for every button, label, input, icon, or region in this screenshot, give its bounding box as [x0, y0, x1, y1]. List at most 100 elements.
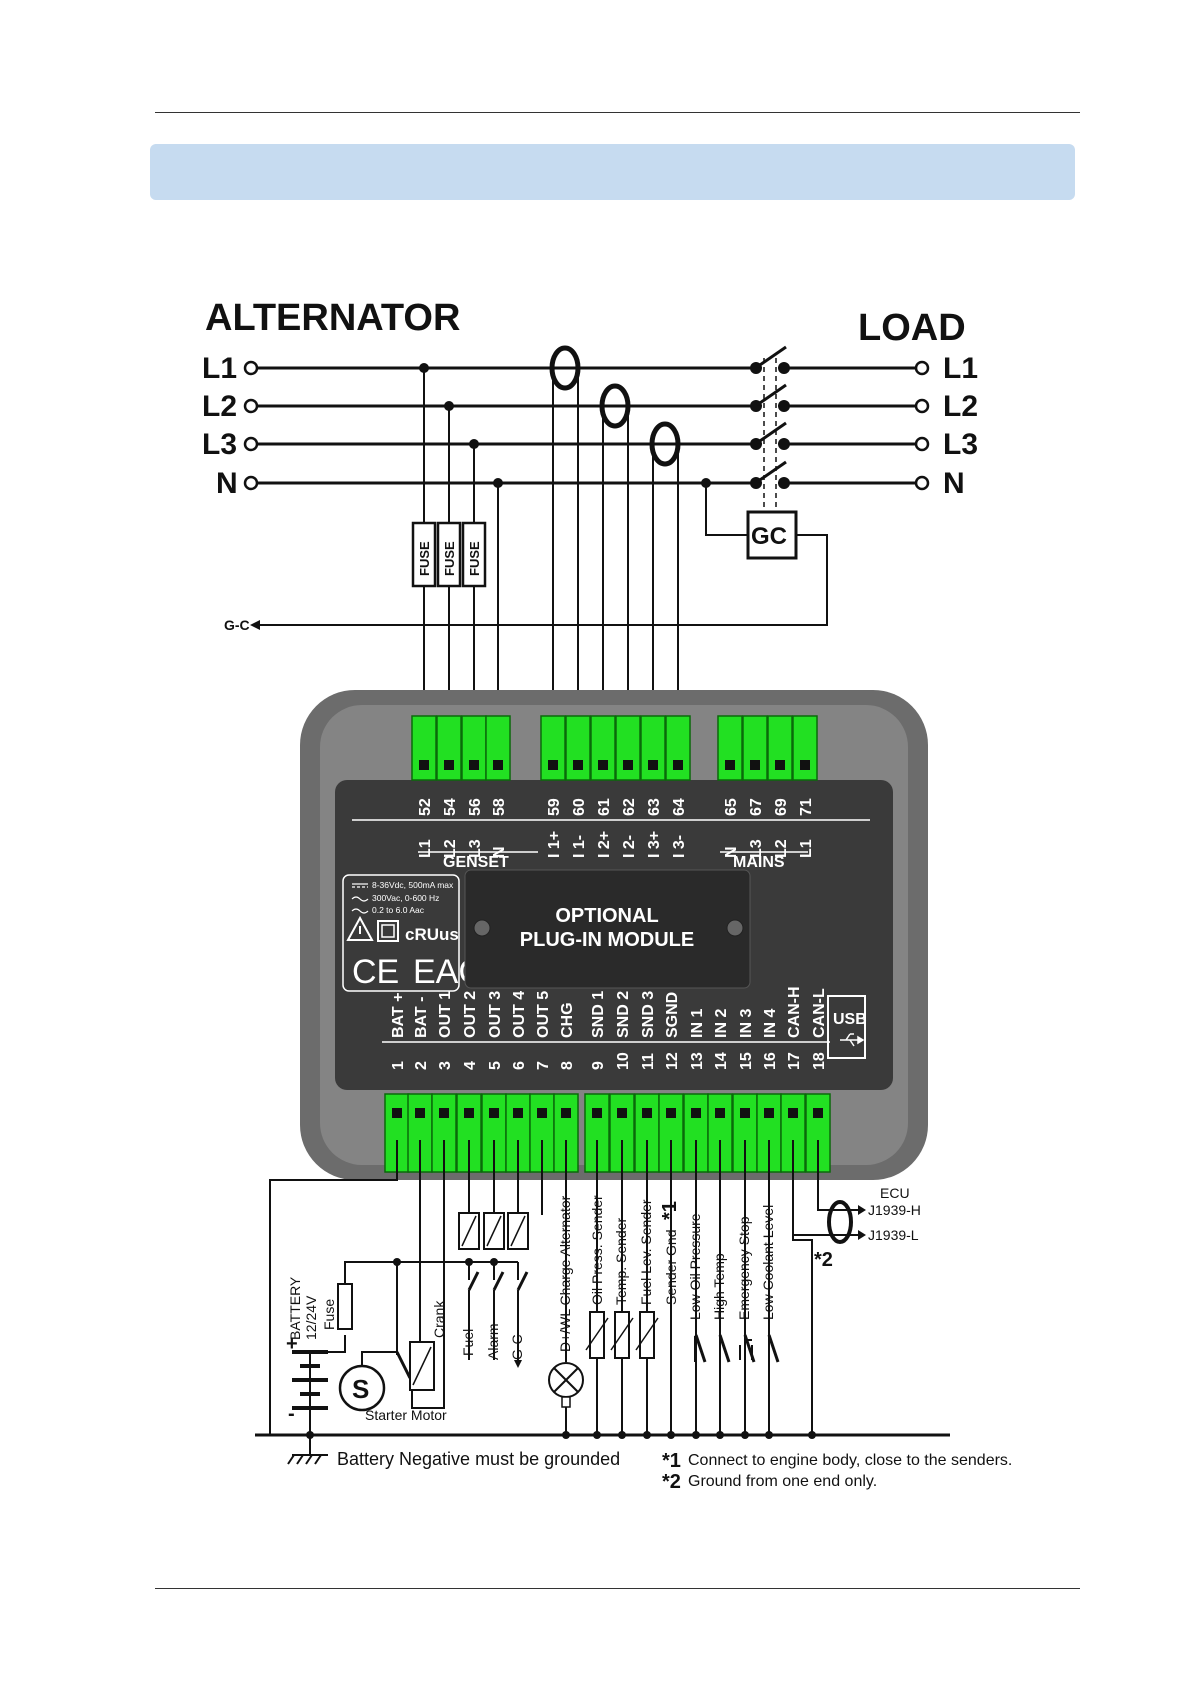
charge-alternator-label: D+/WL Charge Alternator: [557, 1195, 573, 1352]
top-terminal-screw: [673, 760, 683, 770]
bottom-terminal-screw: [740, 1108, 750, 1118]
gc-label: GC: [751, 523, 787, 550]
ground-icon: [287, 1454, 328, 1465]
spec-ac-voltage: 300Vac, 0-600 Hz: [372, 893, 439, 903]
top-terminal-label: I 2-: [621, 835, 638, 858]
battery-plus: +: [286, 1333, 298, 1355]
bus-lines: [258, 366, 915, 485]
bottom-terminal-label: BAT +: [390, 993, 407, 1038]
top-terminal-label: L2: [442, 839, 459, 858]
crank-label: Crank: [431, 1300, 447, 1338]
j1939h-label: J1939-H: [868, 1202, 921, 1218]
top-terminal-61[interactable]: [590, 715, 616, 781]
bottom-terminal-label: OUT 4: [511, 991, 528, 1038]
top-terminal-screw: [800, 760, 810, 770]
note2-mark: *2: [662, 1471, 681, 1493]
bottom-terminal-screw: [561, 1108, 571, 1118]
estop-label: Emergency Stop: [736, 1216, 752, 1320]
optional-module-slot: [464, 869, 751, 989]
bottom-terminal-label: OUT 1: [437, 991, 454, 1038]
bottom-terminal-label: IN 2: [713, 1009, 730, 1038]
j1939l-label: J1939-L: [868, 1227, 919, 1243]
top-terminal-56[interactable]: [461, 715, 487, 781]
bottom-terminal-label: CAN-H: [786, 986, 803, 1038]
top-terminal-60[interactable]: [565, 715, 591, 781]
crank-relay-contact: [395, 1351, 412, 1379]
can-shield-mark: *2: [814, 1249, 833, 1271]
sender-gnd-label: Sender Gnd: [663, 1230, 679, 1306]
top-terminal-number: 71: [798, 798, 815, 816]
top-terminal-number: 54: [442, 798, 459, 816]
top-terminal-54[interactable]: [436, 715, 462, 781]
top-terminal-label: L2: [773, 839, 790, 858]
fuse-2-label: FUSE: [442, 541, 457, 576]
top-terminal-58[interactable]: [485, 715, 511, 781]
top-terminal-label: L3: [467, 839, 484, 858]
slot-screw-left: [473, 919, 491, 937]
ecu-label: ECU: [880, 1185, 910, 1201]
top-terminal-number: 65: [723, 798, 740, 816]
fuse-1-label: FUSE: [417, 541, 432, 576]
bottom-terminal-number: 4: [462, 1061, 479, 1070]
sender-gnd-mark: *1: [659, 1201, 681, 1220]
bottom-terminal-number: 14: [713, 1052, 730, 1070]
bottom-terminal-screw: [415, 1108, 425, 1118]
bottom-terminal-label: BAT -: [413, 997, 430, 1038]
can-l-arrow: [858, 1230, 866, 1240]
top-terminal-64[interactable]: [665, 715, 691, 781]
bottom-terminal-label: IN 3: [738, 1009, 755, 1038]
sender-resistors: [585, 1311, 659, 1359]
ul-mark-icon: cRUus: [405, 925, 459, 944]
can-ferrite-icon: [827, 1200, 853, 1244]
junction-dots: [306, 1258, 816, 1439]
top-terminal-71[interactable]: [792, 715, 818, 781]
alternator-title: ALTERNATOR: [205, 297, 460, 339]
low-oil-label: Low Oil Pressure: [687, 1213, 703, 1320]
optional-module-line1: OPTIONAL: [555, 905, 658, 927]
bottom-terminal-number: 17: [786, 1052, 803, 1070]
battery-fuse: [337, 1283, 353, 1330]
gc-output-arrow: [514, 1360, 522, 1368]
temp-sender-label: Temp. Sender: [613, 1218, 629, 1305]
top-terminal-screw: [623, 760, 633, 770]
top-terminal-52[interactable]: [411, 715, 437, 781]
bottom-terminal-label: OUT 3: [487, 991, 504, 1038]
fuel-output-label: Fuel: [460, 1329, 476, 1356]
top-terminal-number: 63: [646, 798, 663, 816]
can-h-arrow: [858, 1205, 866, 1215]
top-terminal-63[interactable]: [640, 715, 666, 781]
top-terminal-69[interactable]: [767, 715, 793, 781]
top-connectors: [411, 715, 818, 781]
bottom-connectors: [384, 1093, 831, 1173]
usb-port-frame: [827, 995, 866, 1059]
gc-output-label: G-C: [509, 1334, 525, 1360]
battery-fuse-label: Fuse: [321, 1299, 337, 1330]
usb-label: USB: [833, 1011, 867, 1028]
crank-relay-coil-mark: [412, 1346, 432, 1386]
top-terminal-62[interactable]: [615, 715, 641, 781]
bottom-terminal-label: OUT 2: [462, 991, 479, 1038]
battery-voltage: 12/24V: [303, 1295, 319, 1340]
bottom-terminal-number: 16: [762, 1052, 779, 1070]
spec-symbols: [351, 883, 369, 914]
low-coolant-label: Low Coolant Level: [760, 1205, 776, 1320]
battery-label: BATTERY: [287, 1276, 303, 1340]
relay-coils: [458, 1212, 529, 1250]
starter-lead: [361, 1351, 397, 1366]
bottom-terminal-screw: [764, 1108, 774, 1118]
input-switch-marks: [694, 1336, 753, 1362]
phase-l1-right: L1: [943, 352, 978, 385]
top-terminal-number: 60: [571, 798, 588, 816]
top-terminal-number: 67: [748, 798, 765, 816]
bottom-terminal-label: IN 1: [689, 1009, 706, 1038]
bottom-terminal-number: 2: [413, 1061, 430, 1070]
genset-group-label: GENSET: [443, 854, 509, 871]
top-terminal-67[interactable]: [742, 715, 768, 781]
ce-mark-icon: CE: [352, 953, 399, 991]
top-terminal-label: I 2+: [596, 831, 613, 858]
top-terminal-59[interactable]: [540, 715, 566, 781]
top-terminal-65[interactable]: [717, 715, 743, 781]
top-terminal-label: I 3-: [671, 835, 688, 858]
ground-note: Battery Negative must be grounded: [337, 1449, 620, 1469]
